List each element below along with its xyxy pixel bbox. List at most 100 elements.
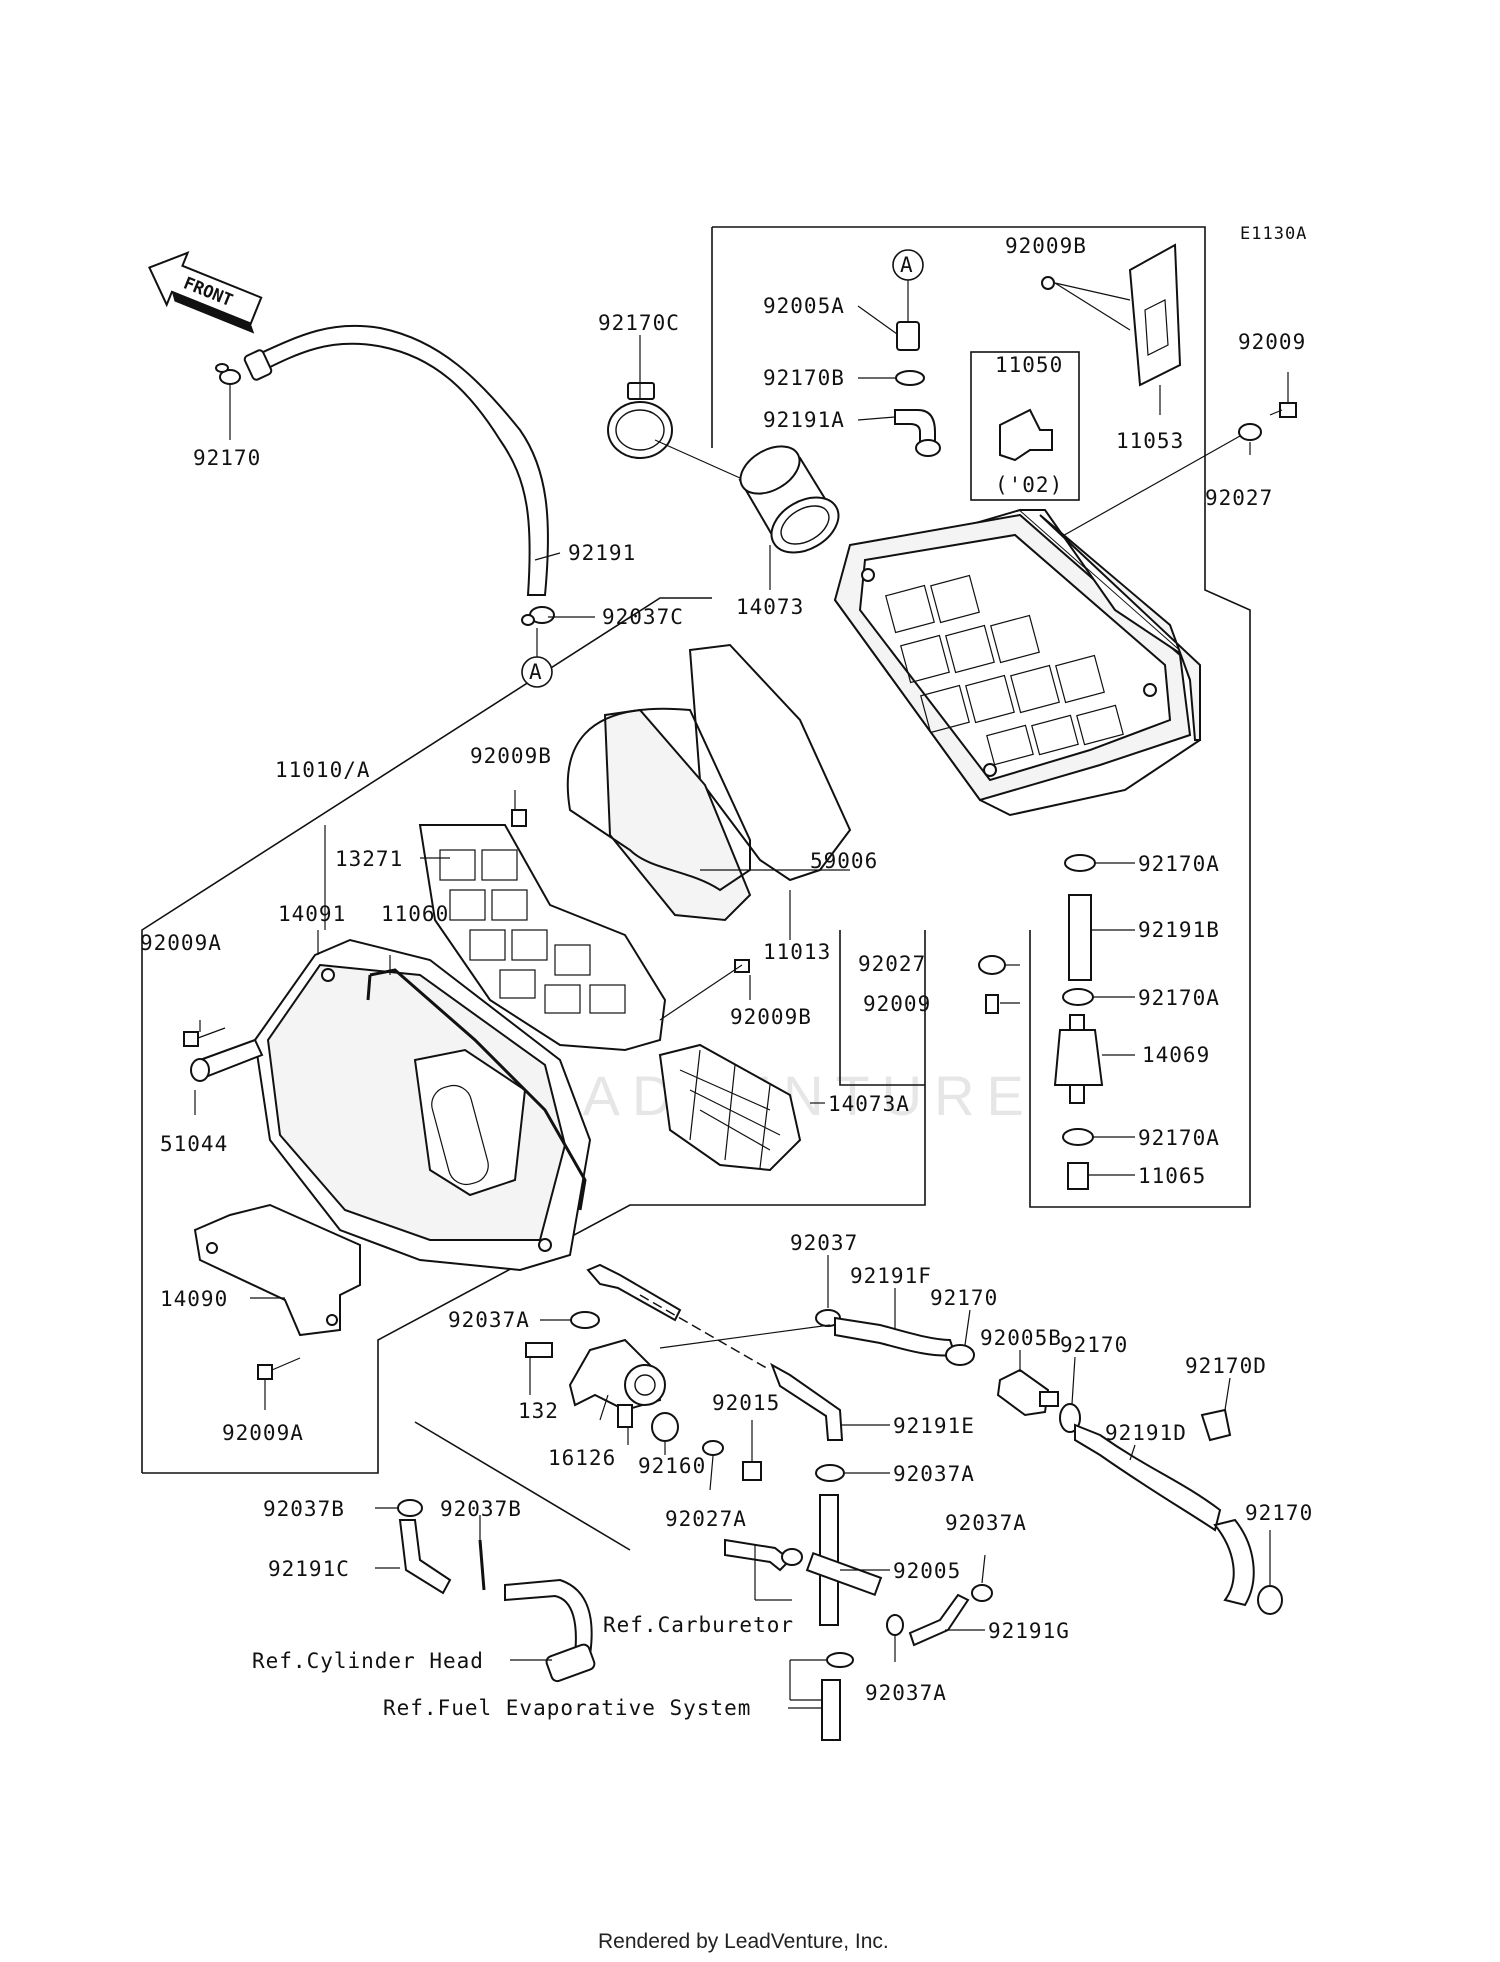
hose-92191e — [770, 1362, 844, 1441]
flange-cylinder-head — [545, 1643, 596, 1683]
label-92191a: 92191A — [763, 408, 845, 432]
clamp-92037c — [521, 606, 555, 626]
label-132: 132 — [518, 1399, 559, 1423]
label-92037a-1: 92037A — [448, 1308, 530, 1332]
clamp-92170a-2 — [1062, 988, 1094, 1006]
diagram-code: E1130A — [1240, 224, 1307, 244]
filter-element-11013 — [603, 708, 752, 922]
label-92160: 92160 — [638, 1454, 706, 1478]
clamp-92170c — [607, 382, 673, 459]
label-92170-top: 92170 — [193, 446, 261, 470]
joint-92005b — [996, 1368, 1059, 1417]
label-92009b-low: 92009B — [730, 1005, 812, 1029]
bolt-92009b-mid — [511, 809, 527, 827]
label-92015: 92015 — [712, 1391, 780, 1415]
label-11053: 11053 — [1116, 429, 1184, 453]
filter-14069 — [1053, 1014, 1104, 1104]
washer-92027a — [702, 1440, 724, 1456]
label-92037c: 92037C — [602, 605, 684, 629]
label-14090: 14090 — [160, 1287, 228, 1311]
label-92009a-1: 92009A — [140, 931, 222, 955]
label-14069: 14069 — [1142, 1043, 1210, 1067]
clamp-92170a-3 — [1062, 1128, 1094, 1146]
footer-credit: Rendered by LeadVenture, Inc. — [598, 1930, 889, 1953]
frame-13271 — [418, 824, 667, 1052]
clamp-92170a-1 — [1064, 854, 1096, 872]
air-cleaner-housing — [833, 508, 1202, 817]
callout-a-lower-text: A — [529, 660, 543, 684]
label-92009b-top: 92009B — [1005, 234, 1087, 258]
nut-92015 — [742, 1461, 762, 1481]
label-11065: 11065 — [1138, 1164, 1206, 1188]
label-92170a-1: 92170A — [1138, 852, 1220, 876]
bracket-14090 — [193, 1203, 361, 1337]
leader-lines — [194, 305, 1289, 1701]
pump-16126 — [568, 1338, 666, 1428]
clamp-92037b-2 — [478, 1539, 486, 1591]
plug-11065 — [1067, 1162, 1089, 1190]
label-92191: 92191 — [568, 541, 636, 565]
hose-fuel-evap — [821, 1679, 841, 1741]
label-92027-top: 92027 — [1205, 486, 1273, 510]
label-92170-mid: 92170 — [930, 1286, 998, 1310]
ref-carburetor: Ref.Carburetor — [603, 1613, 794, 1637]
label-59006: 59006 — [810, 849, 878, 873]
bolt-92009a-1 — [183, 1027, 226, 1047]
intake-boot-14073 — [738, 445, 840, 554]
hose-carburetor — [724, 1538, 792, 1572]
upper-housing-frame — [711, 226, 1251, 1208]
plate-11053 — [1128, 243, 1182, 387]
ref-fuel-evaporative-system: Ref.Fuel Evaporative System — [383, 1696, 751, 1720]
label-92005: 92005 — [893, 1559, 961, 1583]
clamp-92037a-4 — [886, 1614, 904, 1636]
bolt-92009b-low — [734, 959, 750, 973]
clamp-92170d — [1200, 1408, 1232, 1442]
hose-92191c — [398, 1519, 452, 1595]
t-joint-92005 — [805, 1494, 883, 1626]
label-11010a: 11010/A — [275, 758, 371, 782]
label-92170-br: 92170 — [1245, 1501, 1313, 1525]
label-92191f: 92191F — [850, 1264, 932, 1288]
washer-92027-mid — [978, 955, 1006, 975]
pipe-cylinder-head — [504, 1578, 593, 1656]
hose-92191b — [1068, 894, 1092, 981]
bolt-132 — [525, 1342, 553, 1358]
duct-14073a — [658, 1043, 802, 1172]
label-92005b: 92005B — [980, 1326, 1062, 1350]
label-11060: 11060 — [381, 902, 449, 926]
bracket-11050 — [999, 408, 1053, 462]
label-92191g: 92191G — [988, 1619, 1070, 1643]
label-92027a: 92027A — [665, 1507, 747, 1531]
clamp-92170-br — [1257, 1585, 1283, 1615]
bolt-92009b-top — [1041, 276, 1055, 290]
hose-92191g — [908, 1593, 970, 1647]
box-11050 — [970, 351, 1080, 501]
label-92037a-2: 92037A — [893, 1462, 975, 1486]
front-arrow-icon: FRONT — [148, 251, 263, 334]
label-14073a: 14073A — [828, 1092, 910, 1116]
label-16126: 16126 — [548, 1446, 616, 1470]
bolt-92009a-2 — [257, 1357, 301, 1380]
label-92037b-2: 92037B — [440, 1497, 522, 1521]
label-02: ('02) — [995, 473, 1063, 497]
hose-end — [243, 349, 273, 381]
label-92191c: 92191C — [268, 1557, 350, 1581]
label-92191b: 92191B — [1138, 918, 1220, 942]
drain-plug-51044 — [190, 1038, 264, 1082]
main-assembly-frame — [141, 597, 926, 1474]
clamp-fuel-evap — [826, 1652, 854, 1668]
label-92037b-1: 92037B — [263, 1497, 345, 1521]
callout-a-upper-text: A — [900, 253, 914, 277]
clamp-92037a-1 — [570, 1311, 600, 1329]
bolt-92009-mid — [985, 994, 999, 1014]
label-92170d: 92170D — [1185, 1354, 1267, 1378]
nipple-92005a — [896, 321, 920, 351]
label-92009-mid: 92009 — [863, 992, 931, 1016]
nut-92160 — [651, 1412, 679, 1442]
gasket-11060 — [369, 968, 587, 1211]
label-14073: 14073 — [736, 595, 804, 619]
label-92027-mid: 92027 — [858, 952, 926, 976]
label-92170a-2: 92170A — [1138, 986, 1220, 1010]
label-92037-top: 92037 — [790, 1231, 858, 1255]
